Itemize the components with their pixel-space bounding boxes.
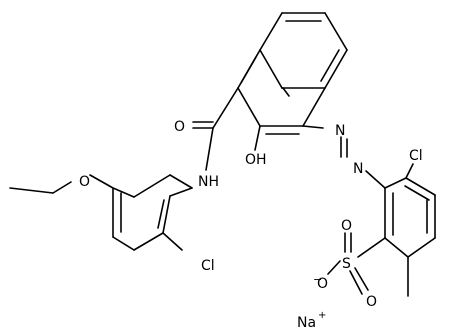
atom-labels: O NH O Cl OH N N Cl S O − O O Na +	[79, 119, 423, 331]
atom-o-sulfonyl-bottom: O	[366, 294, 377, 310]
atom-cl-ring: Cl	[409, 148, 423, 164]
bond	[282, 87, 290, 97]
bond	[237, 87, 261, 127]
atom-oh: OH	[245, 152, 267, 168]
bond	[404, 185, 430, 201]
atom-cl-aryl: Cl	[201, 258, 215, 274]
atom-o-charge: −	[313, 273, 322, 286]
bond	[9, 187, 54, 194]
atom-o-ethoxy: O	[79, 174, 90, 190]
bond	[259, 49, 283, 89]
bond	[405, 177, 436, 196]
atom-o-sulfonyl-top: O	[341, 218, 352, 234]
bond	[205, 127, 214, 171]
atom-na-charge: +	[318, 310, 326, 321]
bond	[320, 49, 340, 82]
bond	[157, 199, 165, 229]
bond	[112, 187, 135, 198]
bond	[302, 125, 324, 129]
bond	[259, 12, 283, 51]
atom-nh: NH	[198, 174, 219, 190]
atom-n-azo-1: N	[335, 123, 345, 139]
bond	[302, 87, 326, 127]
atom-n-azo-2: N	[353, 161, 363, 177]
bond	[384, 237, 409, 258]
bond	[349, 270, 363, 295]
bond	[89, 174, 114, 189]
bond	[324, 49, 348, 89]
bond	[133, 232, 164, 251]
bond	[169, 187, 193, 197]
bond	[254, 125, 261, 151]
bond	[240, 56, 257, 84]
bond	[169, 174, 193, 189]
atom-o-sulfonyl-minus: O	[317, 276, 328, 292]
bond	[162, 232, 183, 251]
bond	[162, 195, 171, 234]
bond	[133, 174, 171, 198]
bond	[112, 236, 135, 251]
bond	[365, 170, 386, 189]
bond	[384, 177, 407, 189]
atom-s: S	[342, 256, 351, 272]
bonds	[9, 12, 436, 297]
bond	[327, 260, 341, 275]
atom-na: Na	[297, 315, 316, 331]
atom-o-carbonyl: O	[174, 119, 185, 135]
bond	[52, 181, 72, 194]
bond	[324, 12, 348, 51]
bond	[354, 267, 369, 291]
bond	[357, 237, 386, 258]
bond	[405, 163, 414, 179]
bond	[407, 237, 436, 258]
bond	[212, 87, 239, 129]
